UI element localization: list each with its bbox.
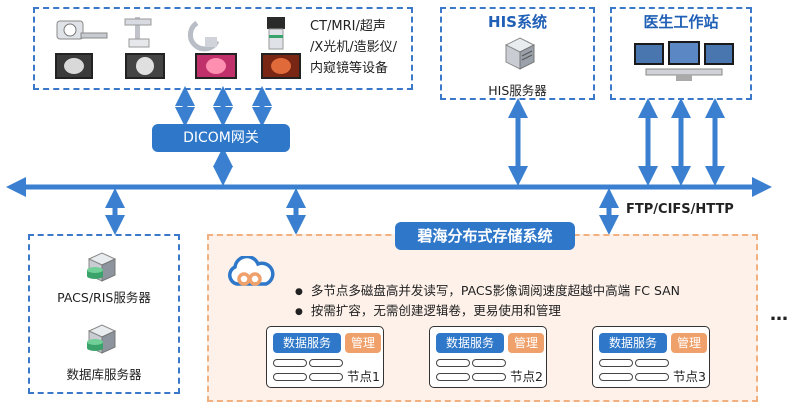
manage-label: 管理: [345, 333, 381, 353]
dicom-gateway: DICOM网关: [152, 124, 290, 152]
left-servers-box: PACS/RIS服务器 数据库服务器: [28, 234, 180, 394]
disk-icon: [635, 359, 669, 367]
his-box: HIS系统 HIS服务器: [440, 7, 595, 100]
disk-icon: [599, 359, 633, 367]
more-nodes-ellipsis: …: [770, 304, 788, 325]
storage-system-box: 多节点多磁盘高并发读写，PACS影像调阅速度超越中高端 FC SAN 按需扩容，…: [207, 234, 758, 402]
database-server-label: 数据库服务器: [66, 367, 142, 382]
devices-label: CT/MRI/超声 /X光机/造影仪/ 内窥镜等设备: [310, 16, 397, 79]
disk-icon: [436, 373, 470, 381]
node-label: 节点1: [347, 369, 380, 384]
disk-icon: [599, 373, 633, 381]
pacs-server-label: PACS/RIS服务器: [57, 290, 151, 305]
doctor-box: 医生工作站: [610, 7, 752, 100]
his-server-label: HIS服务器: [488, 83, 547, 98]
storage-node-3: 数据服务 管理 节点3: [592, 326, 710, 388]
disk-icon: [635, 373, 669, 381]
storage-bullet-1: 多节点多磁盘高并发读写，PACS影像调阅速度超越中高端 FC SAN: [295, 280, 680, 299]
storage-node-1: 数据服务 管理 节点1: [266, 326, 384, 388]
his-title: HIS系统: [488, 13, 547, 31]
data-service-label: 数据服务: [436, 333, 504, 353]
disk-icon: [273, 359, 307, 367]
disk-icon: [309, 359, 343, 367]
protocols-label: FTP/CIFS/HTTP: [626, 202, 734, 217]
medical-devices-image: [55, 17, 301, 79]
pacs-server-icon: [87, 252, 117, 282]
node-label: 节点3: [673, 369, 706, 384]
doctor-title: 医生工作站: [643, 13, 719, 31]
devices-label-line-1: CT/MRI/超声: [310, 19, 386, 34]
devices-label-line-3: 内窥镜等设备: [310, 61, 389, 76]
storage-node-2: 数据服务 管理 节点2: [429, 326, 547, 388]
disk-icon: [472, 373, 506, 381]
node-label: 节点2: [510, 369, 543, 384]
database-server-icon: [87, 324, 117, 354]
disk-icon: [273, 373, 307, 381]
data-service-label: 数据服务: [599, 333, 667, 353]
storage-bullet-2: 按需扩容，无需创建逻辑卷，更易使用和管理: [295, 300, 561, 319]
devices-box: CT/MRI/超声 /X光机/造影仪/ 内窥镜等设备: [33, 7, 413, 90]
server-icon: [504, 37, 536, 70]
manage-label: 管理: [671, 333, 707, 353]
storage-system-title: 碧海分布式存储系统: [395, 222, 575, 250]
data-service-label: 数据服务: [273, 333, 341, 353]
devices-label-line-2: /X光机/造影仪/: [310, 40, 398, 55]
disk-icon: [472, 359, 506, 367]
manage-label: 管理: [508, 333, 544, 353]
workstation-monitors-icon: [634, 41, 734, 81]
disk-icon: [309, 373, 343, 381]
disk-icon: [436, 359, 470, 367]
cloud-icon: [228, 256, 275, 286]
